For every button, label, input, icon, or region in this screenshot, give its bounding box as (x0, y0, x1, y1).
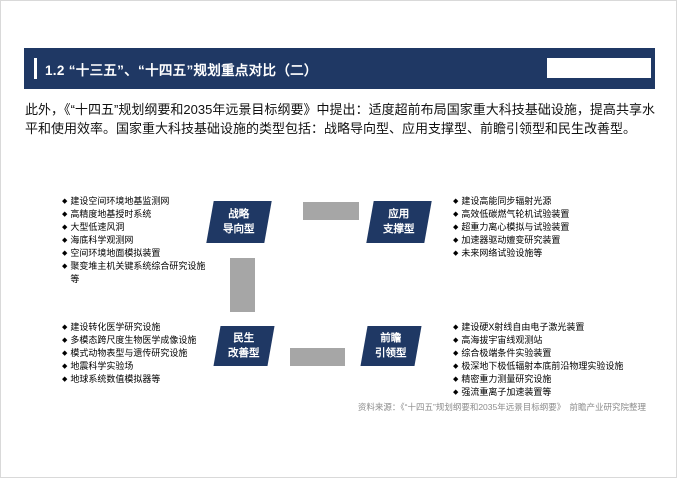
connector-bottom-horizontal (290, 348, 345, 366)
list-item: ◆高效低碳燃气轮机试验装置 (453, 208, 651, 221)
list-item-text: 模式动物表型与遗传研究设施 (70, 348, 188, 358)
node-forward-type: 前瞻 引领型 (360, 326, 422, 366)
list-item: ◆海底科学观测网 (62, 234, 212, 247)
list-item-text: 极深地下极低辐射本底前沿物理实验设施 (461, 361, 624, 371)
list-item: ◆建设空间环境地基监测网 (62, 195, 212, 208)
list-item: ◆精密重力测量研究设施 (453, 373, 653, 386)
diamond-bullet-icon: ◆ (453, 198, 459, 205)
list-item: ◆强流重离子加速装置等 (453, 386, 653, 399)
list-item-text: 多模态跨尺度生物医学成像设施 (70, 335, 197, 345)
list-item: ◆大型低速风洞 (62, 221, 212, 234)
list-item: ◆地震科学实验场 (62, 360, 227, 373)
list-strategic: ◆建设空间环境地基监测网 ◆高精度地基授时系统 ◆大型低速风洞 ◆海底科学观测网… (62, 195, 212, 286)
list-item: ◆加速器驱动嬗变研究装置 (453, 234, 651, 247)
list-application: ◆建设高能同步辐射光源 ◆高效低碳燃气轮机试验装置 ◆超重力离心模拟与试验装置 … (453, 195, 651, 260)
diamond-bullet-icon: ◆ (453, 211, 459, 218)
list-item: ◆地球系统数值模拟器等 (62, 373, 227, 386)
list-item-text: 综合极端条件实验装置 (461, 348, 552, 358)
list-item: ◆模式动物表型与遗传研究设施 (62, 347, 227, 360)
diamond-bullet-icon: ◆ (453, 337, 459, 344)
diamond-bullet-icon: ◆ (453, 350, 459, 357)
list-item-text: 空间环境地面模拟装置 (70, 248, 161, 258)
list-item: ◆未来网络试验设施等 (453, 247, 651, 260)
title-accent-bar (34, 58, 37, 79)
list-item: ◆建设硬X射线自由电子激光装置 (453, 321, 653, 334)
list-livelihood: ◆建设转化医学研究设施 ◆多模态跨尺度生物医学成像设施 ◆模式动物表型与遗传研究… (62, 321, 227, 386)
list-item-text: 海底科学观测网 (70, 235, 134, 245)
diamond-bullet-icon: ◆ (62, 363, 68, 370)
diamond-bullet-icon: ◆ (62, 324, 68, 331)
diamond-bullet-icon: ◆ (453, 324, 459, 331)
list-item-text: 建设转化医学研究设施 (70, 322, 161, 332)
node-application-label: 应用 支撑型 (383, 208, 415, 235)
logo-placeholder (547, 58, 651, 78)
node-application-type: 应用 支撑型 (366, 201, 432, 243)
list-item-text: 地震科学实验场 (70, 361, 134, 371)
list-item-text: 未来网络试验设施等 (461, 248, 543, 258)
connector-top-horizontal (303, 202, 359, 220)
list-item: ◆高海拔宇宙线观测站 (453, 334, 653, 347)
diamond-bullet-icon: ◆ (62, 198, 68, 205)
diamond-bullet-icon: ◆ (62, 376, 68, 383)
list-item-text: 聚变堆主机关键系统综合研究设施等 (70, 261, 206, 284)
diamond-bullet-icon: ◆ (62, 211, 68, 218)
list-item-text: 高效低碳燃气轮机试验装置 (461, 209, 570, 219)
list-item-text: 建设硬X射线自由电子激光装置 (461, 322, 585, 332)
diamond-bullet-icon: ◆ (62, 350, 68, 357)
list-item-text: 精密重力测量研究设施 (461, 374, 552, 384)
diamond-bullet-icon: ◆ (62, 224, 68, 231)
list-item-text: 大型低速风洞 (70, 222, 125, 232)
list-item-text: 加速器驱动嬗变研究装置 (461, 235, 561, 245)
slide-header-bar: 1.2 “十三五”、“十四五”规划重点对比（二） (24, 48, 655, 89)
list-item: ◆建设高能同步辐射光源 (453, 195, 651, 208)
list-item: ◆建设转化医学研究设施 (62, 321, 227, 334)
list-item-text: 建设高能同步辐射光源 (461, 196, 552, 206)
list-item: ◆超重力离心模拟与试验装置 (453, 221, 651, 234)
list-item-text: 建设空间环境地基监测网 (70, 196, 170, 206)
list-item: ◆多模态跨尺度生物医学成像设施 (62, 334, 227, 347)
diamond-bullet-icon: ◆ (62, 250, 68, 257)
diamond-bullet-icon: ◆ (453, 376, 459, 383)
diamond-bullet-icon: ◆ (453, 250, 459, 257)
diamond-bullet-icon: ◆ (62, 237, 68, 244)
node-forward-label: 前瞻 引领型 (375, 332, 407, 359)
node-livelihood-label: 民生 改善型 (228, 332, 260, 359)
diamond-bullet-icon: ◆ (453, 363, 459, 370)
diamond-bullet-icon: ◆ (453, 389, 459, 396)
node-strategic-type: 战略 导向型 (206, 201, 272, 243)
source-note: 资料来源：《“十四五”规划纲要和2035年远景目标纲要》 前瞻产业研究院整理 (357, 402, 646, 412)
list-item: ◆聚变堆主机关键系统综合研究设施等 (62, 260, 212, 286)
list-item-text: 高精度地基授时系统 (70, 209, 152, 219)
list-item: ◆空间环境地面模拟装置 (62, 247, 212, 260)
diamond-bullet-icon: ◆ (62, 263, 68, 270)
list-item: ◆极深地下极低辐射本底前沿物理实验设施 (453, 360, 653, 373)
list-item-text: 高海拔宇宙线观测站 (461, 335, 543, 345)
diamond-bullet-icon: ◆ (453, 237, 459, 244)
diamond-bullet-icon: ◆ (62, 337, 68, 344)
list-item-text: 地球系统数值模拟器等 (70, 374, 161, 384)
list-forward: ◆建设硬X射线自由电子激光装置 ◆高海拔宇宙线观测站 ◆综合极端条件实验装置 ◆… (453, 321, 653, 399)
page-title: 1.2 “十三五”、“十四五”规划重点对比（二） (45, 62, 318, 78)
list-item-text: 超重力离心模拟与试验装置 (461, 222, 570, 232)
list-item: ◆高精度地基授时系统 (62, 208, 212, 221)
intro-paragraph: 此外，《“十四五”规划纲要和2035年远景目标纲要》中提出：适度超前布局国家重大… (25, 102, 655, 136)
list-item: ◆综合极端条件实验装置 (453, 347, 653, 360)
node-strategic-label: 战略 导向型 (223, 208, 255, 235)
diamond-bullet-icon: ◆ (453, 224, 459, 231)
connector-left-vertical (230, 258, 255, 312)
list-item-text: 强流重离子加速装置等 (461, 387, 552, 397)
